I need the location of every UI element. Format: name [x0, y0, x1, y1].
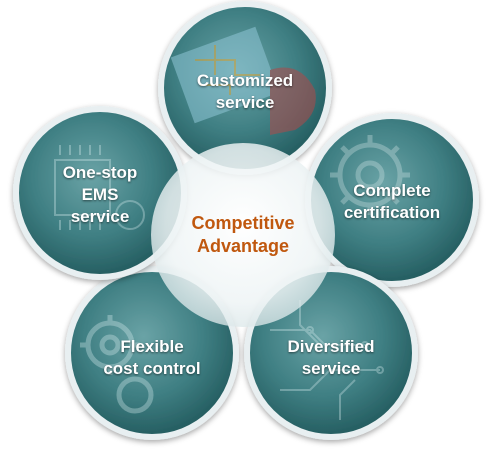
gear-icon — [330, 135, 410, 215]
customized-service-label: Customized service — [196, 71, 294, 112]
circuit-traces-icon — [270, 300, 384, 420]
diversified-service-label: Diversified service — [287, 337, 375, 378]
complete-certification-label: Complete certification — [343, 181, 441, 222]
customized-service-circle — [158, 1, 332, 175]
gears-icon — [80, 315, 154, 414]
circuit-board-hand-icon — [170, 26, 316, 135]
center-circle — [151, 143, 335, 327]
one-stop-ems-service-label: One-stop EMS service — [62, 163, 138, 226]
flexible-cost-control-label: Flexible cost control — [103, 337, 201, 378]
competitive-advantage-label: Competitive Advantage — [191, 213, 295, 256]
chip-icon — [54, 145, 145, 230]
